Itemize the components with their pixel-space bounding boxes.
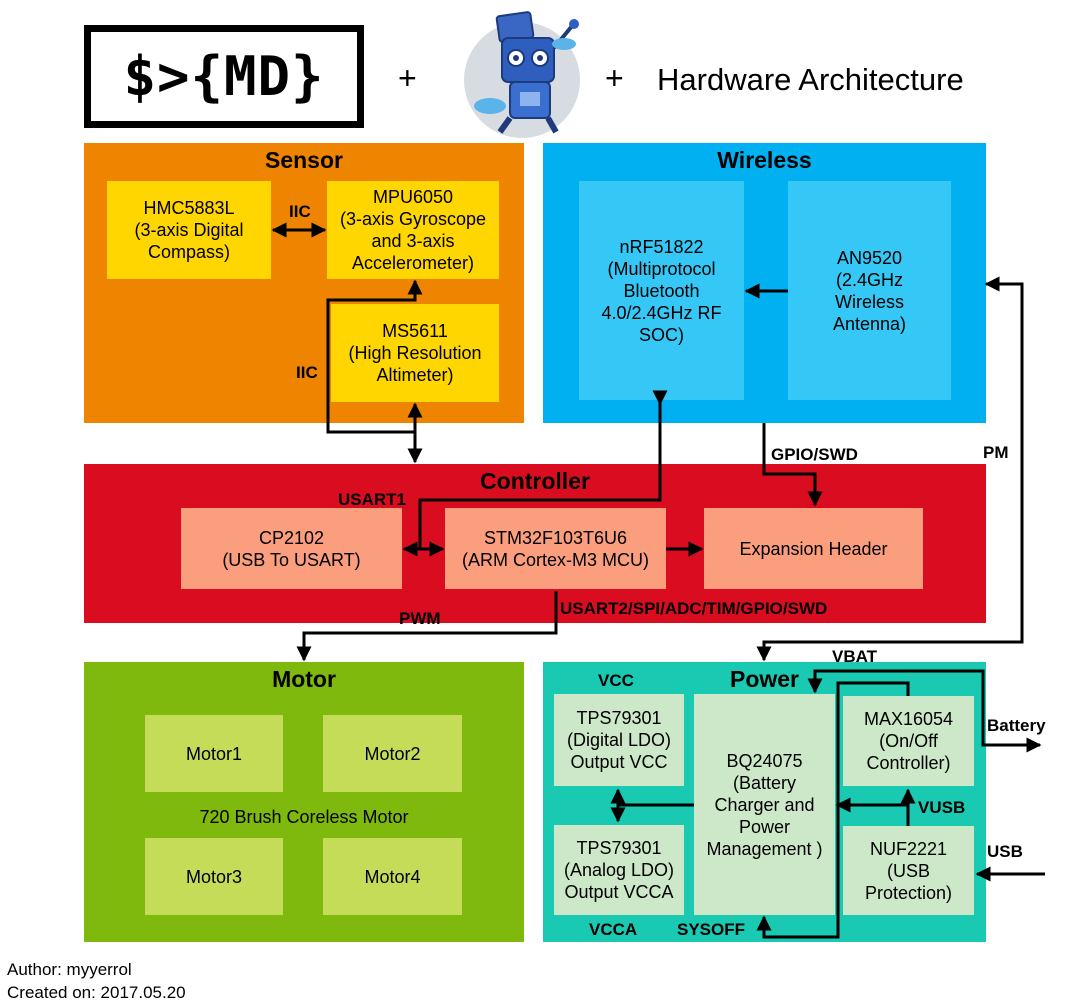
vcc-label: VCC	[598, 671, 634, 690]
expansion-header-label: Expansion Header	[739, 538, 888, 559]
ms5611-chip: MS5611 (High Resolution Altimeter)	[331, 304, 499, 402]
wireless-title: Wireless	[717, 147, 812, 173]
hmc5883l-label: HMC5883L (3-axis Digital Compass)	[134, 198, 244, 262]
pwm-label: PWM	[399, 609, 441, 628]
plus-sign-1: +	[398, 60, 417, 96]
motor2-chip: Motor2	[323, 715, 462, 792]
created-date-text: Created on: 2017.05.20	[7, 983, 186, 1002]
page-title: Hardware Architecture	[657, 62, 964, 97]
vbat-label: VBAT	[832, 647, 878, 666]
cp2102-chip: CP2102 (USB To USART)	[181, 508, 402, 589]
motor4-label: Motor4	[364, 866, 421, 887]
ms5611-label: MS5611 (High Resolution Altimeter)	[348, 321, 482, 385]
iic-label-left: IIC	[296, 363, 318, 382]
motor-subtitle: 720 Brush Coreless Motor	[199, 806, 409, 827]
pm-label: PM	[983, 443, 1009, 462]
usart2-label: USART2/SPI/ADC/TIM/GPIO/SWD	[560, 599, 828, 618]
tps79301-digital-label: TPS79301 (Digital LDO) Output VCC	[566, 708, 672, 772]
bq24075-label: BQ24075 (Battery Charger and Power Manag…	[706, 750, 823, 859]
robot-icon	[464, 11, 580, 138]
motor1-label: Motor1	[185, 743, 243, 764]
motor3-chip: Motor3	[145, 838, 283, 915]
battery-label: Battery	[987, 716, 1046, 735]
tps79301-analog-label: TPS79301 (Analog LDO) Output VCCA	[563, 838, 675, 902]
vcca-label: VCCA	[589, 920, 638, 939]
mpu6050-label: MPU6050 (3-axis Gyroscope and 3-axis Acc…	[339, 187, 487, 273]
md-logo: $>{MD}	[84, 25, 364, 128]
nrf51822-label: nRF51822 (Multiprotocol Bluetooth 4.0/2.…	[601, 236, 722, 345]
expansion-header-chip: Expansion Header	[704, 508, 923, 589]
mpu6050-chip: MPU6050 (3-axis Gyroscope and 3-axis Acc…	[327, 181, 499, 279]
sysoff-label: SYSOFF	[677, 920, 746, 939]
an9520-chip: AN9520 (2.4GHz Wireless Antenna)	[788, 181, 951, 400]
gpio-swd-label: GPIO/SWD	[771, 445, 858, 464]
motor2-label: Motor2	[364, 743, 421, 764]
nuf2221-chip: NUF2221 (USB Protection)	[843, 826, 974, 915]
motor1-chip: Motor1	[145, 715, 283, 792]
max16054-chip: MAX16054 (On/Off Controller)	[843, 696, 974, 786]
motor-title: Motor	[272, 666, 336, 692]
author-text: Author: myyerrol	[7, 960, 132, 979]
stm32-label: STM32F103T6U6 (ARM Cortex-M3 MCU)	[462, 527, 649, 570]
motor4-chip: Motor4	[323, 838, 462, 915]
max16054-label: MAX16054 (On/Off Controller)	[863, 709, 954, 773]
iic-label-top: IIC	[289, 202, 311, 221]
tps79301-digital-chip: TPS79301 (Digital LDO) Output VCC	[554, 694, 684, 786]
nrf51822-chip: nRF51822 (Multiprotocol Bluetooth 4.0/2.…	[579, 181, 744, 400]
an9520-label: AN9520 (2.4GHz Wireless Antenna)	[832, 247, 907, 334]
motor3-label: Motor3	[185, 866, 243, 887]
controller-title: Controller	[480, 468, 590, 494]
logo-text: $>{MD}	[123, 45, 325, 108]
cp2102-label: CP2102 (USB To USART)	[222, 527, 361, 570]
hmc5883l-chip: HMC5883L (3-axis Digital Compass)	[107, 181, 271, 279]
bq24075-chip: BQ24075 (Battery Charger and Power Manag…	[694, 694, 835, 915]
vusb-label: VUSB	[918, 798, 966, 817]
plus-sign-2: +	[605, 60, 624, 96]
sensor-title: Sensor	[265, 147, 343, 173]
stm32-chip: STM32F103T6U6 (ARM Cortex-M3 MCU)	[445, 508, 666, 589]
nuf2221-label: NUF2221 (USB Protection)	[864, 838, 953, 903]
tps79301-analog-chip: TPS79301 (Analog LDO) Output VCCA	[554, 825, 684, 915]
usb-label: USB	[987, 842, 1023, 861]
usart1-label: USART1	[338, 490, 407, 509]
